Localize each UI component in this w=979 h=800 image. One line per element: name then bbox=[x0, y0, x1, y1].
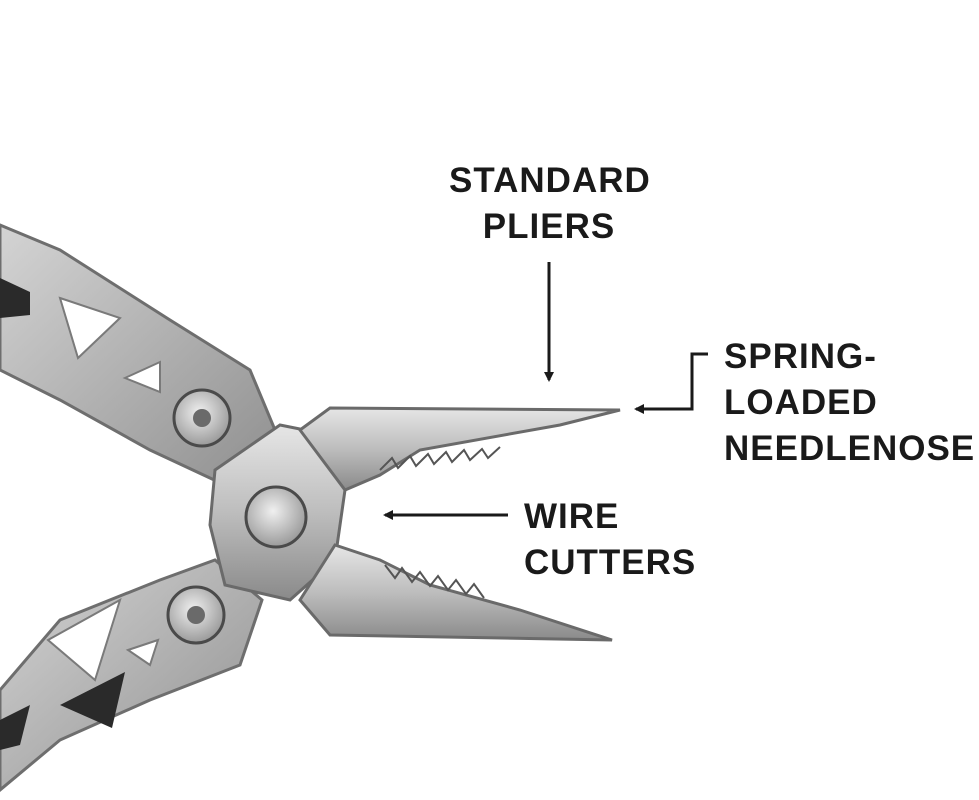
standard-pliers-label: STANDARD PLIERS bbox=[449, 158, 651, 250]
label-line: CUTTERS bbox=[524, 543, 697, 582]
lower-handle-cutout bbox=[60, 672, 125, 728]
wire-cutters-label: WIRE CUTTERS bbox=[524, 494, 696, 586]
upper-jaw bbox=[297, 406, 621, 492]
label-line: LOADED bbox=[724, 383, 878, 422]
label-line: PLIERS bbox=[482, 207, 616, 246]
lower-handle bbox=[0, 558, 264, 792]
upper-handle bbox=[0, 223, 277, 487]
lower-handle-cutout bbox=[125, 638, 160, 667]
lower-handle-cutout bbox=[46, 597, 122, 682]
lower-jaw bbox=[298, 543, 613, 642]
upper-handle-cutout bbox=[122, 360, 161, 394]
needlenose-arrow bbox=[634, 352, 708, 414]
label-line: STANDARD bbox=[449, 161, 651, 200]
label-line: WIRE bbox=[524, 497, 620, 536]
upper-handle-cutout bbox=[0, 278, 30, 318]
lower-jaw-serration bbox=[384, 564, 485, 599]
upper-jaw-serration bbox=[379, 446, 501, 471]
label-line: SPRING- bbox=[724, 337, 877, 376]
lower-screw-hex bbox=[187, 606, 205, 624]
lower-handle-cutout bbox=[0, 705, 30, 750]
upper-handle-cutout bbox=[58, 296, 122, 360]
label-line: NEEDLENOSE bbox=[724, 429, 976, 468]
main-pivot bbox=[244, 485, 308, 549]
spring-loaded-needlenose-label: SPRING- LOADED NEEDLENOSE bbox=[724, 334, 975, 472]
upper-screw-hex bbox=[193, 409, 211, 427]
pliers-illustration bbox=[0, 223, 621, 792]
